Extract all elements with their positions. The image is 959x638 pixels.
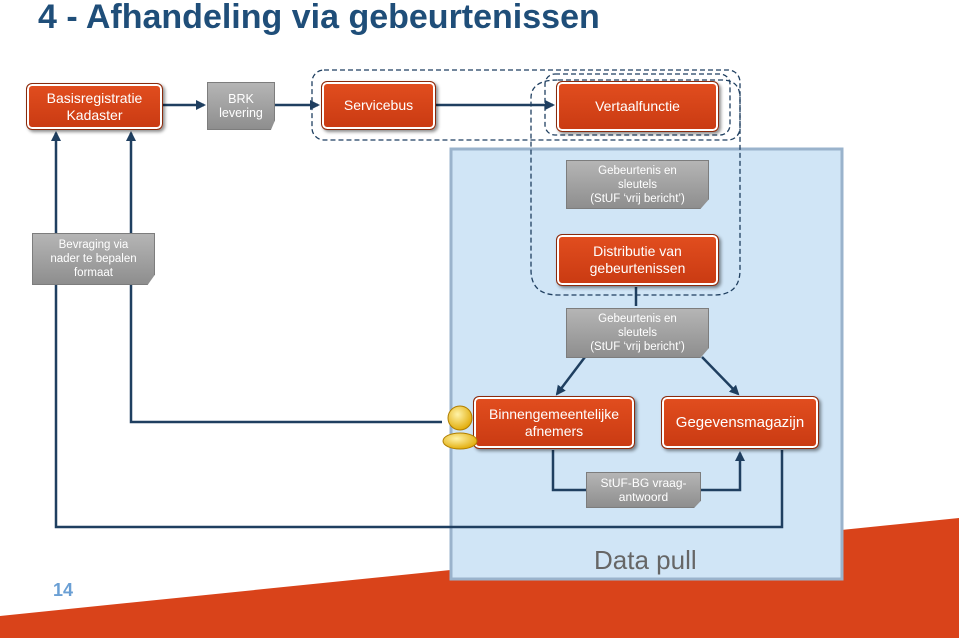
- dashed-outline-outer: [311, 69, 741, 141]
- arrow-magazijn-to-kadaster: [51, 131, 784, 529]
- node-gegevensmagazijn: Gegevensmagazijn: [661, 396, 819, 449]
- node-vertaalfunctie-label: Vertaalfunctie: [595, 98, 680, 114]
- node-binnengemeentelijke-label: Binnengemeentelijke afnemers: [489, 405, 619, 439]
- node-basisregistratie-kadaster: Basisregistratie Kadaster: [26, 83, 163, 130]
- dashed-outline-inner: [544, 73, 731, 136]
- arrow-afnemers-to-kadaster: [126, 131, 442, 424]
- node-gebeurtenis-top-label: Gebeurtenis en sleutels (StUF ‘vrij beri…: [590, 164, 685, 205]
- node-distributie-label: Distributie van gebeurtenissen: [589, 243, 686, 276]
- node-distributie: Distributie van gebeurtenissen: [556, 234, 719, 286]
- node-brk-levering-label: BRK levering: [219, 92, 263, 120]
- user-icon: [442, 405, 478, 450]
- node-stuf-bg-label: StUF-BG vraag- antwoord: [600, 476, 687, 504]
- arrow-to-binnengemeentelijke: [555, 356, 586, 396]
- data-pull-label: Data pull: [594, 545, 697, 575]
- node-bevraging-label: Bevraging via nader te bepalen formaat: [50, 239, 137, 279]
- node-vertaalfunctie: Vertaalfunctie: [556, 81, 719, 132]
- node-servicebus-label: Servicebus: [343, 97, 414, 113]
- node-basisregistratie-label: Basisregistratie Kadaster: [46, 89, 143, 123]
- node-servicebus: Servicebus: [321, 81, 436, 130]
- node-binnengemeentelijke-afnemers: Binnengemeentelijke afnemers: [473, 396, 635, 449]
- node-brk-levering: BRK levering: [207, 82, 275, 130]
- node-gebeurtenis-top: Gebeurtenis en sleutels (StUF ‘vrij beri…: [566, 160, 709, 209]
- page-title: 4 - Afhandeling via gebeurtenissen: [38, 0, 600, 36]
- node-gebeurtenis-mid-label: Gebeurtenis en sleutels (StUF ‘vrij beri…: [590, 313, 685, 353]
- arrow-to-gegevensmagazijn: [701, 356, 740, 396]
- node-bevraging: Bevraging via nader te bepalen formaat: [32, 233, 155, 285]
- node-stuf-bg: StUF-BG vraag- antwoord: [586, 472, 701, 508]
- node-gebeurtenis-mid: Gebeurtenis en sleutels (StUF ‘vrij beri…: [566, 308, 709, 358]
- page-number: 14: [53, 580, 74, 600]
- node-gegevensmagazijn-label: Gegevensmagazijn: [675, 414, 805, 431]
